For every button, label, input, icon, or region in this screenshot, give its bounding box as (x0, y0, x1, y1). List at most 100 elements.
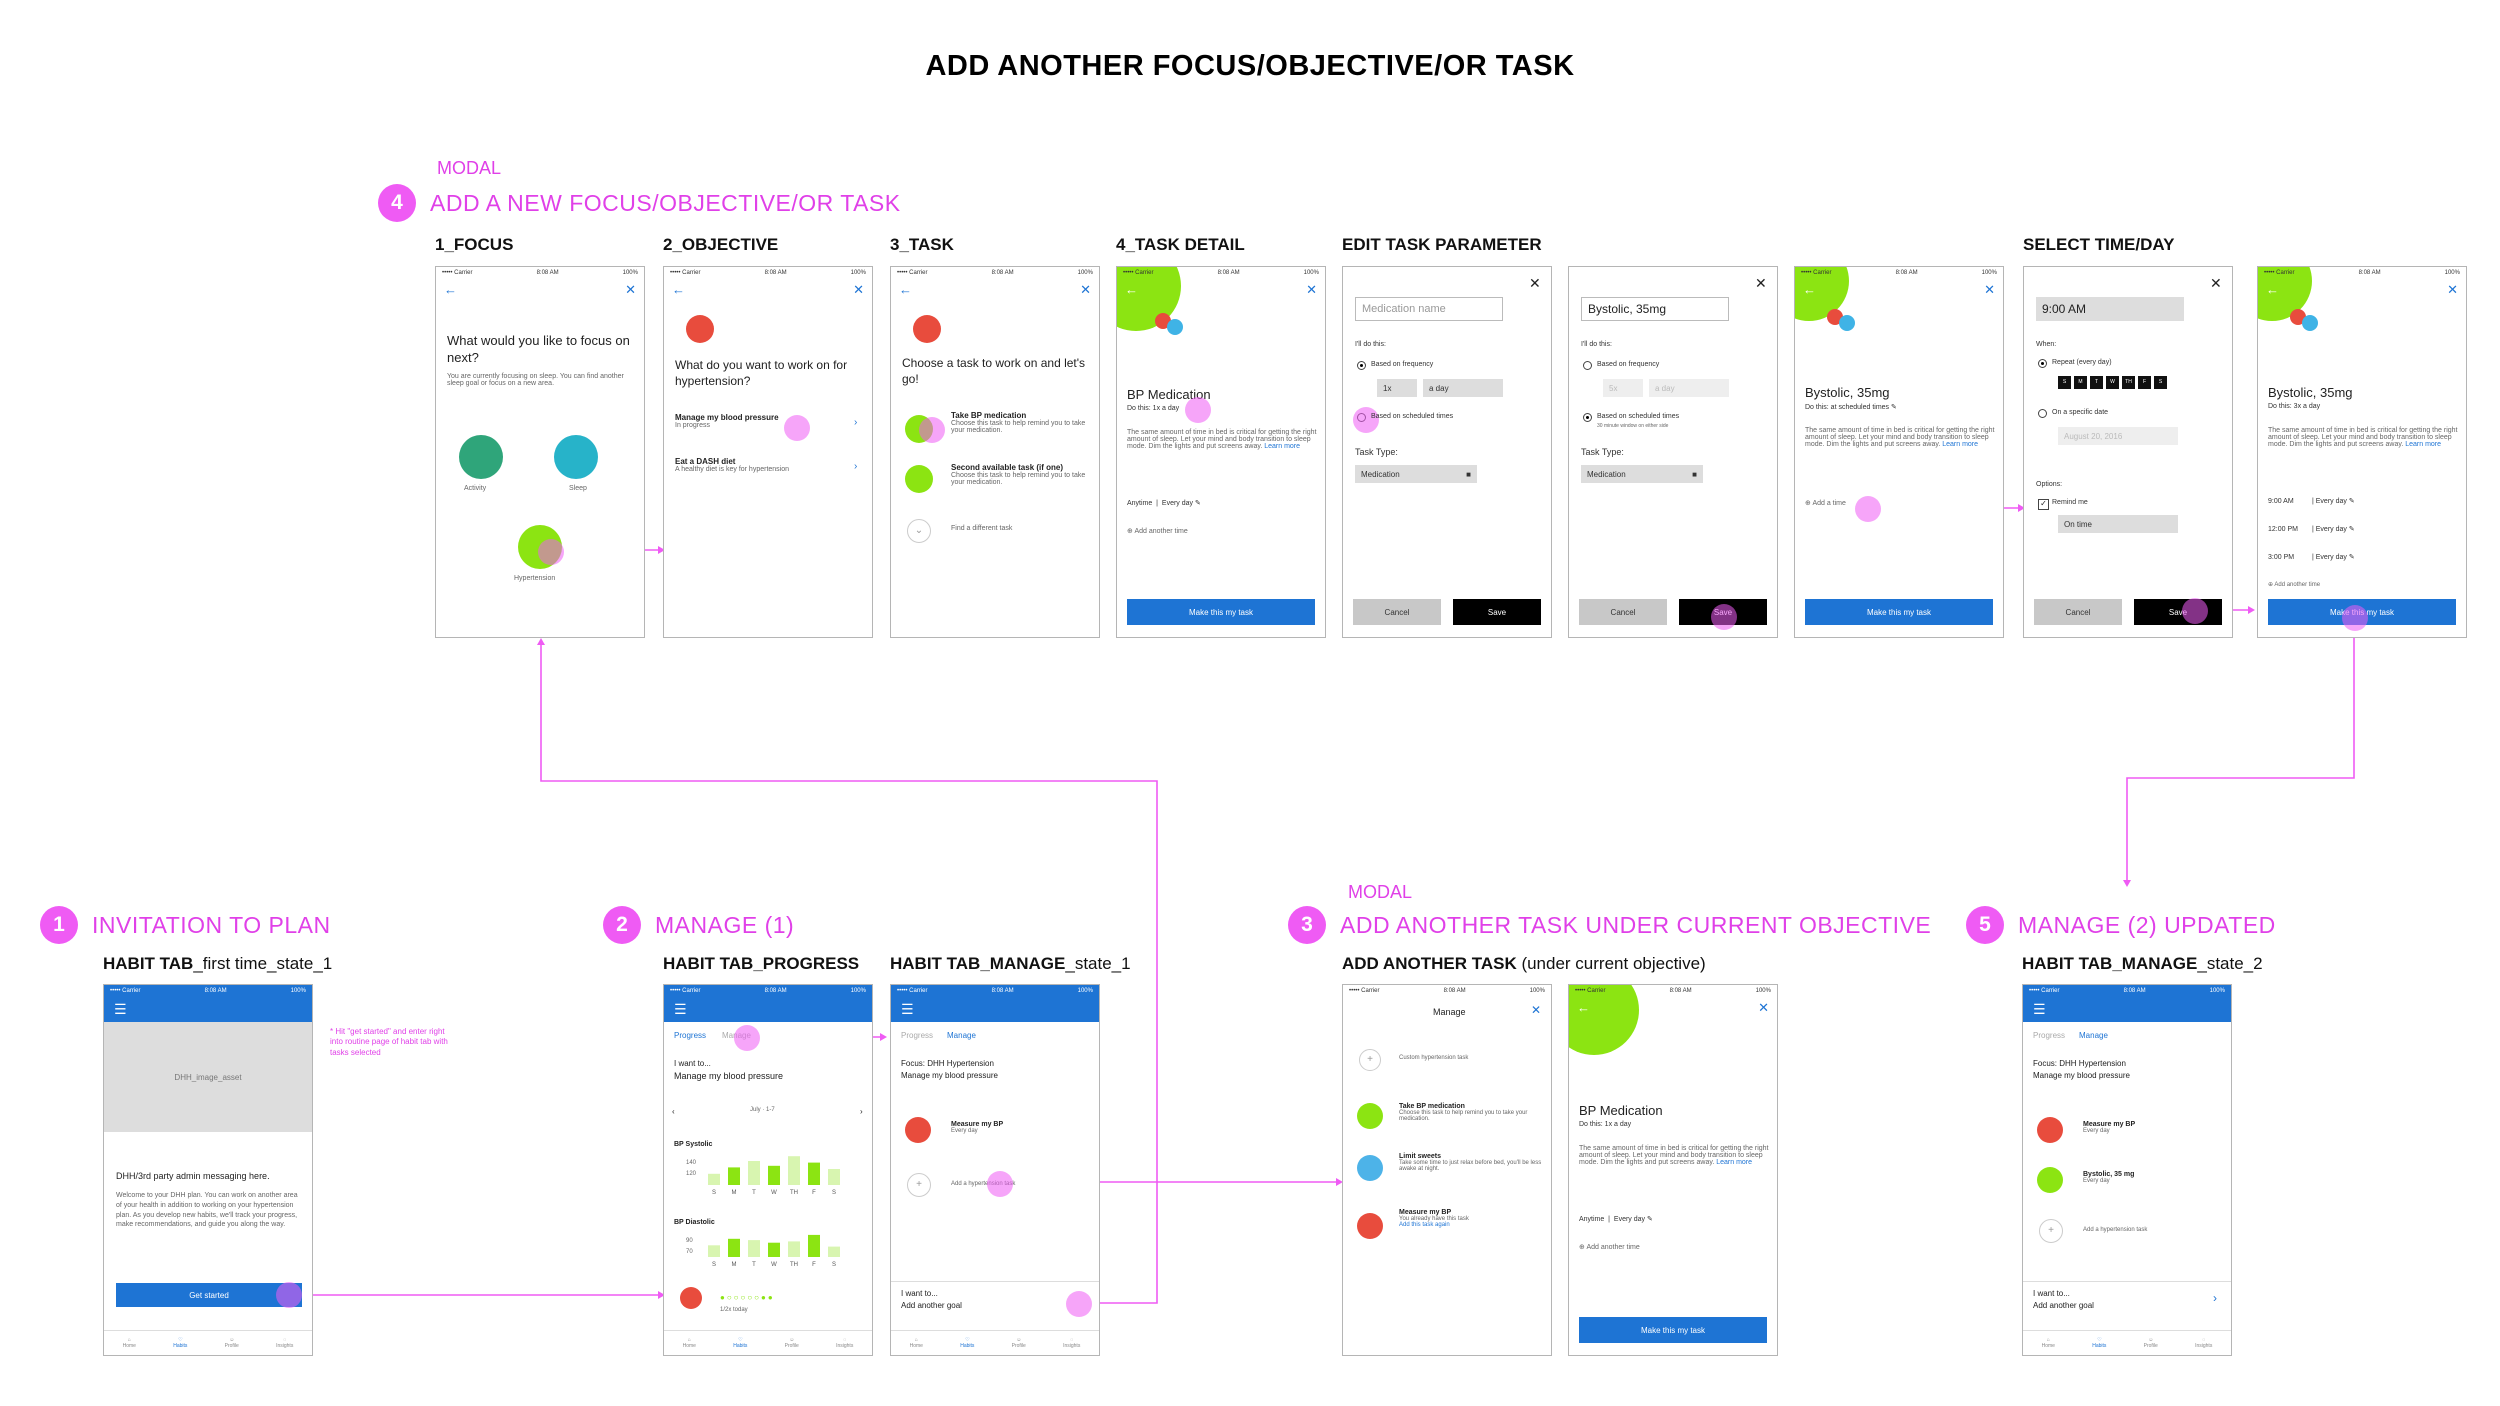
task-option[interactable]: Measure my BP You already have this task… (1399, 1209, 1469, 1228)
reminder-select[interactable]: On time (2058, 515, 2178, 533)
tab-habits[interactable]: ♡Habits (960, 1337, 975, 1349)
plus-icon[interactable]: + (2039, 1219, 2063, 1243)
close-icon[interactable]: ✕ (625, 282, 636, 297)
tab-manage[interactable]: Manage (2079, 1031, 2108, 1040)
make-task-button[interactable]: Make this my task (1805, 599, 1993, 625)
tab-home[interactable]: ⌂Home (122, 1337, 136, 1349)
medication-name-input[interactable]: Bystolic, 35mg (1581, 297, 1729, 321)
repeat-radio[interactable] (2038, 359, 2047, 368)
cancel-button[interactable]: Cancel (2034, 599, 2122, 625)
task-item[interactable]: Measure my BP Every day (2083, 1121, 2136, 1134)
close-icon[interactable]: ✕ (1529, 275, 1541, 291)
add-goal-link[interactable]: Add another goal (901, 1301, 962, 1310)
tab-habits[interactable]: ♡Habits (173, 1337, 188, 1349)
objective-item[interactable]: Manage my blood pressure In progress (675, 413, 779, 429)
plus-icon[interactable]: + (907, 1173, 931, 1197)
frequency-radio[interactable] (1357, 361, 1366, 370)
custom-task-link[interactable]: Custom hypertension task (1399, 1055, 1469, 1061)
time-input[interactable]: 9:00 AM (2036, 297, 2184, 321)
back-arrow-icon[interactable]: ← (672, 282, 685, 297)
tab-progress[interactable]: Progress (901, 1031, 934, 1040)
period-select[interactable]: a day (1423, 379, 1503, 397)
get-started-button[interactable]: Get started (116, 1283, 302, 1307)
back-arrow-icon[interactable]: ← (1803, 282, 1816, 297)
tab-habits[interactable]: ♡Habits (733, 1337, 748, 1349)
add-time-link[interactable]: ⊕ Add a time (1805, 500, 1846, 507)
hamburger-icon[interactable]: ☰ (2023, 996, 2231, 1022)
close-icon[interactable]: ✕ (2447, 282, 2458, 297)
make-task-button[interactable]: Make this my task (1127, 599, 1315, 625)
tab-profile[interactable]: ☺Profile (784, 1337, 799, 1349)
count-input[interactable]: 1x (1377, 379, 1417, 397)
add-time-link[interactable]: ⊕ Add another time (2268, 582, 2321, 588)
save-button[interactable]: Save (1453, 599, 1541, 625)
close-icon[interactable]: ✕ (1758, 1000, 1769, 1015)
cancel-button[interactable]: Cancel (1579, 599, 1667, 625)
tab-profile[interactable]: ☺Profile (2143, 1337, 2158, 1349)
save-button[interactable]: Save (2134, 599, 2222, 625)
tab-home[interactable]: ⌂Home (682, 1337, 696, 1349)
tab-insights[interactable]: ◌Insights (1063, 1337, 1081, 1349)
make-task-button[interactable]: Make this my task (1579, 1317, 1767, 1343)
task-type-select[interactable]: Medication■ (1581, 465, 1703, 483)
close-icon[interactable]: ✕ (1531, 1003, 1542, 1017)
tab-profile[interactable]: ☺Profile (1011, 1337, 1026, 1349)
close-icon[interactable]: ✕ (1306, 282, 1317, 297)
tab-home[interactable]: ⌂Home (2041, 1337, 2055, 1349)
task-item[interactable]: Second available task (if one) Choose th… (951, 463, 1086, 486)
add-time-link[interactable]: ⊕ Add another time (1579, 1244, 1640, 1251)
sleep-icon[interactable] (554, 435, 598, 479)
period-select[interactable]: a day (1649, 379, 1729, 397)
task-item[interactable]: Measure my BP Every day (951, 1121, 1004, 1134)
objective-item[interactable]: Eat a DASH diet A healthy diet is key fo… (675, 457, 790, 473)
add-time-link[interactable]: ⊕ Add another time (1127, 528, 1188, 535)
back-arrow-icon[interactable]: ← (2266, 282, 2279, 297)
add-task-link[interactable]: Add a hypertension task (951, 1181, 1016, 1187)
close-icon[interactable]: ✕ (1755, 275, 1767, 291)
tab-home[interactable]: ⌂Home (909, 1337, 923, 1349)
medication-name-input[interactable]: Medication name (1355, 297, 1503, 321)
task-option[interactable]: Limit sweets Take some time to just rela… (1399, 1153, 1542, 1172)
chevron-left-icon[interactable]: ‹ (672, 1107, 675, 1116)
time-row[interactable]: 3:00 PM| Every day ✎ (2268, 554, 2355, 561)
time-row[interactable]: Anytime | Every day ✎ (1127, 500, 1201, 507)
tab-habits[interactable]: ♡Habits (2092, 1337, 2107, 1349)
frequency-radio[interactable] (1583, 361, 1592, 370)
add-goal-link[interactable]: Add another goal (2033, 1301, 2094, 1310)
cancel-button[interactable]: Cancel (1353, 599, 1441, 625)
close-icon[interactable]: ✕ (1080, 282, 1091, 297)
task-item[interactable]: Bystolic, 35 mg Every day (2083, 1171, 2135, 1184)
count-input[interactable]: 5x (1603, 379, 1643, 397)
tab-progress[interactable]: Progress (2033, 1031, 2066, 1040)
hamburger-icon[interactable]: ☰ (891, 996, 1099, 1022)
time-row[interactable]: 9:00 AM| Every day ✎ (2268, 498, 2355, 505)
close-icon[interactable]: ✕ (2210, 275, 2222, 291)
chevron-right-icon[interactable]: › (860, 1107, 863, 1116)
add-task-link[interactable]: Add a hypertension task (2083, 1227, 2148, 1233)
chevron-right-icon[interactable]: › (2213, 1291, 2217, 1305)
plus-icon[interactable]: + (1359, 1049, 1381, 1071)
tab-progress[interactable]: Progress (674, 1031, 707, 1040)
hamburger-icon[interactable]: ☰ (104, 996, 312, 1022)
time-row[interactable]: Anytime | Every day ✎ (1579, 1216, 1653, 1223)
tab-profile[interactable]: ☺Profile (224, 1337, 239, 1349)
task-option[interactable]: Take BP medication Choose this task to h… (1399, 1103, 1528, 1122)
scheduled-radio[interactable] (1583, 413, 1592, 422)
time-row[interactable]: 12:00 PM| Every day ✎ (2268, 526, 2355, 533)
task-type-select[interactable]: Medication■ (1355, 465, 1477, 483)
close-icon[interactable]: ✕ (853, 282, 864, 297)
back-arrow-icon[interactable]: ← (1577, 1000, 1590, 1015)
tab-insights[interactable]: ◌Insights (276, 1337, 294, 1349)
hamburger-icon[interactable]: ☰ (664, 996, 872, 1022)
specific-date-radio[interactable] (2038, 409, 2047, 418)
tab-insights[interactable]: ◌Insights (836, 1337, 854, 1349)
task-item[interactable]: Take BP medication Choose this task to h… (951, 411, 1086, 434)
find-task-link[interactable]: Find a different task (951, 525, 1013, 532)
activity-icon[interactable] (459, 435, 503, 479)
back-arrow-icon[interactable]: ← (1125, 282, 1138, 297)
close-icon[interactable]: ✕ (1984, 282, 1995, 297)
remind-checkbox[interactable]: ✓ (2038, 499, 2049, 510)
back-arrow-icon[interactable]: ← (444, 282, 457, 297)
date-input[interactable]: August 20, 2016 (2058, 427, 2178, 445)
